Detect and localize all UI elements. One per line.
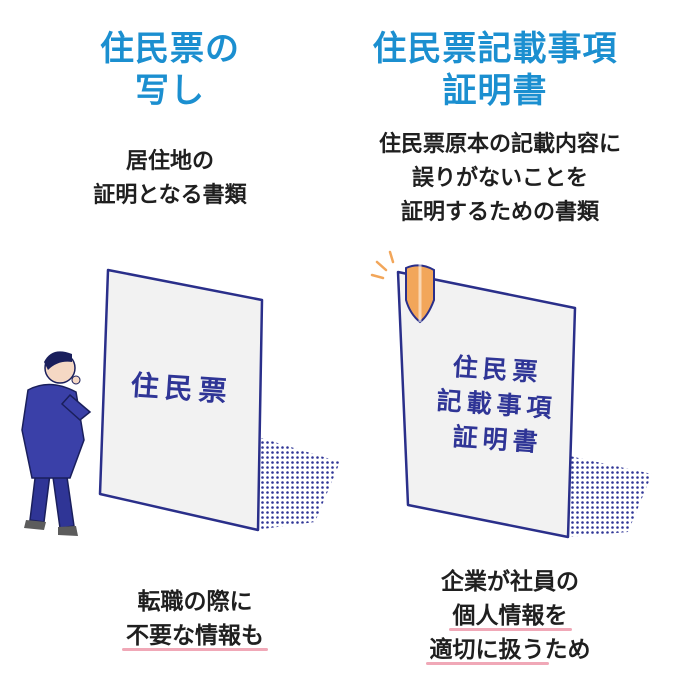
left-description: 居住地の 証明となる書類: [60, 145, 280, 213]
person-figure: [21, 351, 92, 536]
left-title: 住民票の 写し: [55, 28, 285, 112]
right-desc-line2: 誤りがないことを: [411, 166, 588, 191]
left-title-line2: 写し: [135, 71, 205, 111]
right-document: 住民票 記載事項 証明書: [396, 270, 577, 539]
right-document-line1: 住民票: [452, 352, 544, 387]
right-description: 住民票原本の記載内容に 誤りがないことを 証明するための書類: [345, 128, 655, 230]
shield-icon: [370, 250, 435, 324]
right-document-shadow: [565, 455, 652, 537]
right-desc-line3: 証明するための書類: [400, 200, 599, 225]
right-bottom-line2: 個人情報を: [448, 599, 572, 633]
right-bottom-line1: 企業が社員の: [441, 569, 579, 595]
left-desc-line1: 居住地の: [125, 149, 214, 174]
right-title: 住民票記載事項 証明書: [340, 28, 650, 112]
left-title-line1: 住民票の: [100, 29, 240, 69]
left-bottom-line1: 転職の際に: [137, 589, 253, 615]
right-bottom-line3-highlight: 適切に扱う: [425, 633, 549, 667]
left-desc-line2: 証明となる書類: [93, 183, 247, 208]
left-document-label: 住民票: [130, 369, 234, 409]
right-desc-line1: 住民票原本の記載内容に: [378, 132, 621, 157]
left-bottom-line2: 不要な情報も: [122, 619, 268, 653]
left-document: 住民票: [98, 268, 264, 532]
right-document-line3: 証明書: [452, 422, 544, 457]
left-bottom-text: 転職の際に 不要な情報も: [70, 585, 320, 653]
right-bottom-text: 企業が社員の 個人情報を 適切に扱うため: [380, 565, 640, 667]
right-title-line1: 住民票記載事項: [372, 29, 618, 69]
right-title-line2: 証明書: [442, 71, 548, 111]
right-bottom-line3-rest: ため: [544, 637, 591, 663]
left-document-shadow: [255, 437, 340, 530]
